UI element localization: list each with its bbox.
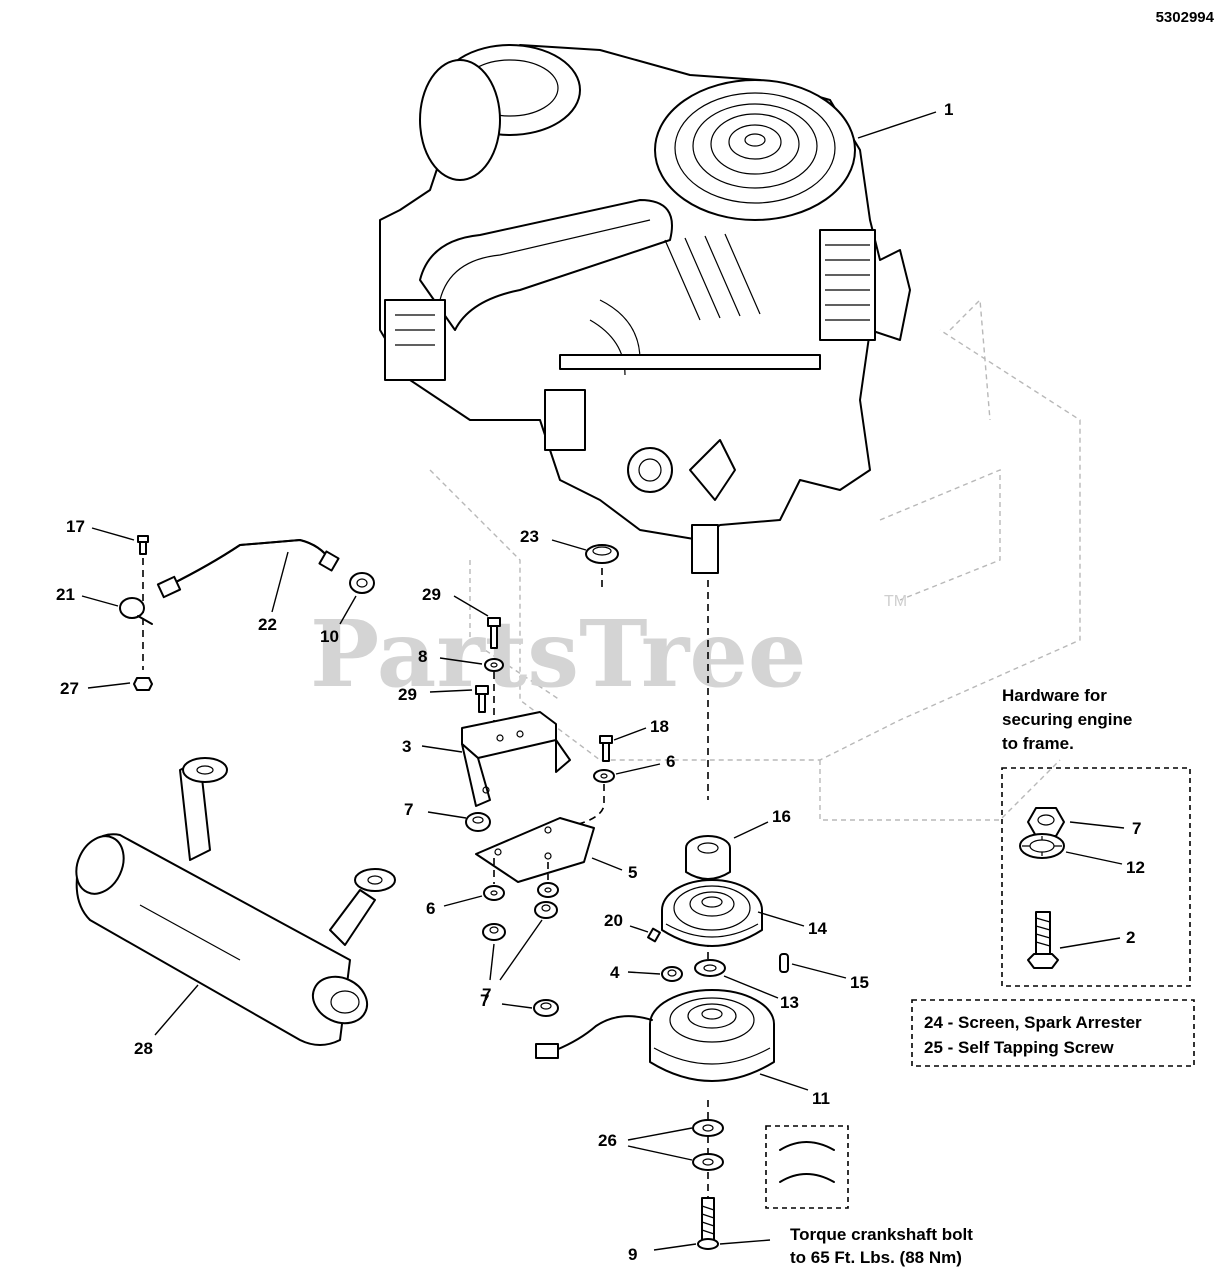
- part-29-bolt-lower: [475, 685, 489, 713]
- spring-washer-inset: [765, 1125, 849, 1209]
- hardware-2-bolt: [1027, 911, 1059, 969]
- part-16-spacer: [685, 835, 731, 880]
- part-8-washer: [484, 658, 504, 672]
- callout-12: 12: [1126, 858, 1145, 877]
- hardware-7-flange-nut: [1027, 807, 1065, 837]
- part-4-nut: [661, 966, 683, 982]
- part-13-spacer: [694, 959, 726, 977]
- part-15-key: [779, 953, 789, 973]
- callout-17: 17: [66, 517, 85, 536]
- part-17-screw: [137, 535, 149, 555]
- callout-21: 21: [56, 585, 75, 604]
- callout-1: 1: [944, 100, 953, 119]
- part-9-crankshaft-bolt: [697, 1197, 719, 1250]
- hardware-12-star-washer: [1019, 833, 1065, 859]
- part-18-screw: [599, 735, 613, 762]
- callout-23: 23: [520, 527, 539, 546]
- part-7-locknut-upper: [465, 812, 491, 832]
- frame-ghost-outline: [429, 298, 1081, 821]
- part-3-bracket: [461, 711, 571, 807]
- torque-note-line-1: Torque crankshaft bolt: [790, 1225, 973, 1244]
- callout-29-lower: 29: [398, 685, 417, 704]
- part-11-pto-clutch: [535, 989, 775, 1082]
- callout-15: 15: [850, 973, 869, 992]
- screen-note-box: [911, 999, 1195, 1067]
- part-20-set-screw: [647, 927, 661, 943]
- callout-6-upper: 6: [666, 752, 675, 771]
- part-21-clamp: [119, 597, 153, 625]
- callout-7-hardware: 7: [1132, 819, 1141, 838]
- callout-10: 10: [320, 627, 339, 646]
- part-6-washer-upper: [593, 769, 615, 783]
- callout-13: 13: [780, 993, 799, 1012]
- hardware-title-line-3: to frame.: [1002, 734, 1074, 753]
- callout-22: 22: [258, 615, 277, 634]
- hardware-box: [1001, 767, 1191, 987]
- callout-5: 5: [628, 863, 637, 882]
- callout-28: 28: [134, 1039, 153, 1058]
- part-27-nut: [133, 677, 153, 691]
- fuel-line-22: [156, 539, 340, 599]
- callout-16: 16: [772, 807, 791, 826]
- screen-note-line-1: 24 - Screen, Spark Arrester: [924, 1013, 1142, 1032]
- part-10-fitting: [349, 572, 375, 594]
- part-26-washers: [692, 1119, 724, 1171]
- hardware-title-line-2: securing engine: [1002, 710, 1132, 729]
- callout-3: 3: [402, 737, 411, 756]
- callout-4: 4: [610, 963, 620, 982]
- callout-7-lower: 7: [480, 991, 489, 1010]
- callout-6-lower: 6: [426, 899, 435, 918]
- callout-18: 18: [650, 717, 669, 736]
- screen-note-line-2: 25 - Self Tapping Screw: [924, 1038, 1114, 1057]
- torque-note-line-2: to 65 Ft. Lbs. (88 Nm): [790, 1248, 962, 1267]
- callout-20: 20: [604, 911, 623, 930]
- watermark: PartsTree TM: [310, 593, 907, 708]
- callout-7-middle: 7: [482, 985, 491, 1004]
- svg-text:TM: TM: [884, 593, 907, 610]
- part-7-locknut-lower: [533, 999, 559, 1017]
- part-28-muffler: [75, 757, 396, 1046]
- document-id: 5302994: [1156, 9, 1215, 26]
- callout-27: 27: [60, 679, 79, 698]
- callout-11: 11: [812, 1089, 830, 1108]
- part-7-locknut-pair: [482, 882, 559, 941]
- hardware-title-line-1: Hardware for: [1002, 686, 1107, 705]
- callout-9: 9: [628, 1245, 637, 1264]
- callout-8: 8: [418, 647, 427, 666]
- callout-2: 2: [1126, 928, 1135, 947]
- callout-26: 26: [598, 1131, 617, 1150]
- engine-assembly: [379, 44, 911, 574]
- part-23-grommet: [585, 544, 619, 564]
- callout-14: 14: [808, 919, 827, 938]
- callout-29-upper: 29: [422, 585, 441, 604]
- part-14-pulley: [661, 879, 763, 947]
- callout-7-upper: 7: [404, 800, 413, 819]
- part-6-washer-lower: [483, 885, 505, 901]
- part-5-plate: [475, 817, 595, 883]
- svg-text:PartsTree: PartsTree: [310, 600, 806, 708]
- part-29-bolt-upper: [487, 617, 501, 649]
